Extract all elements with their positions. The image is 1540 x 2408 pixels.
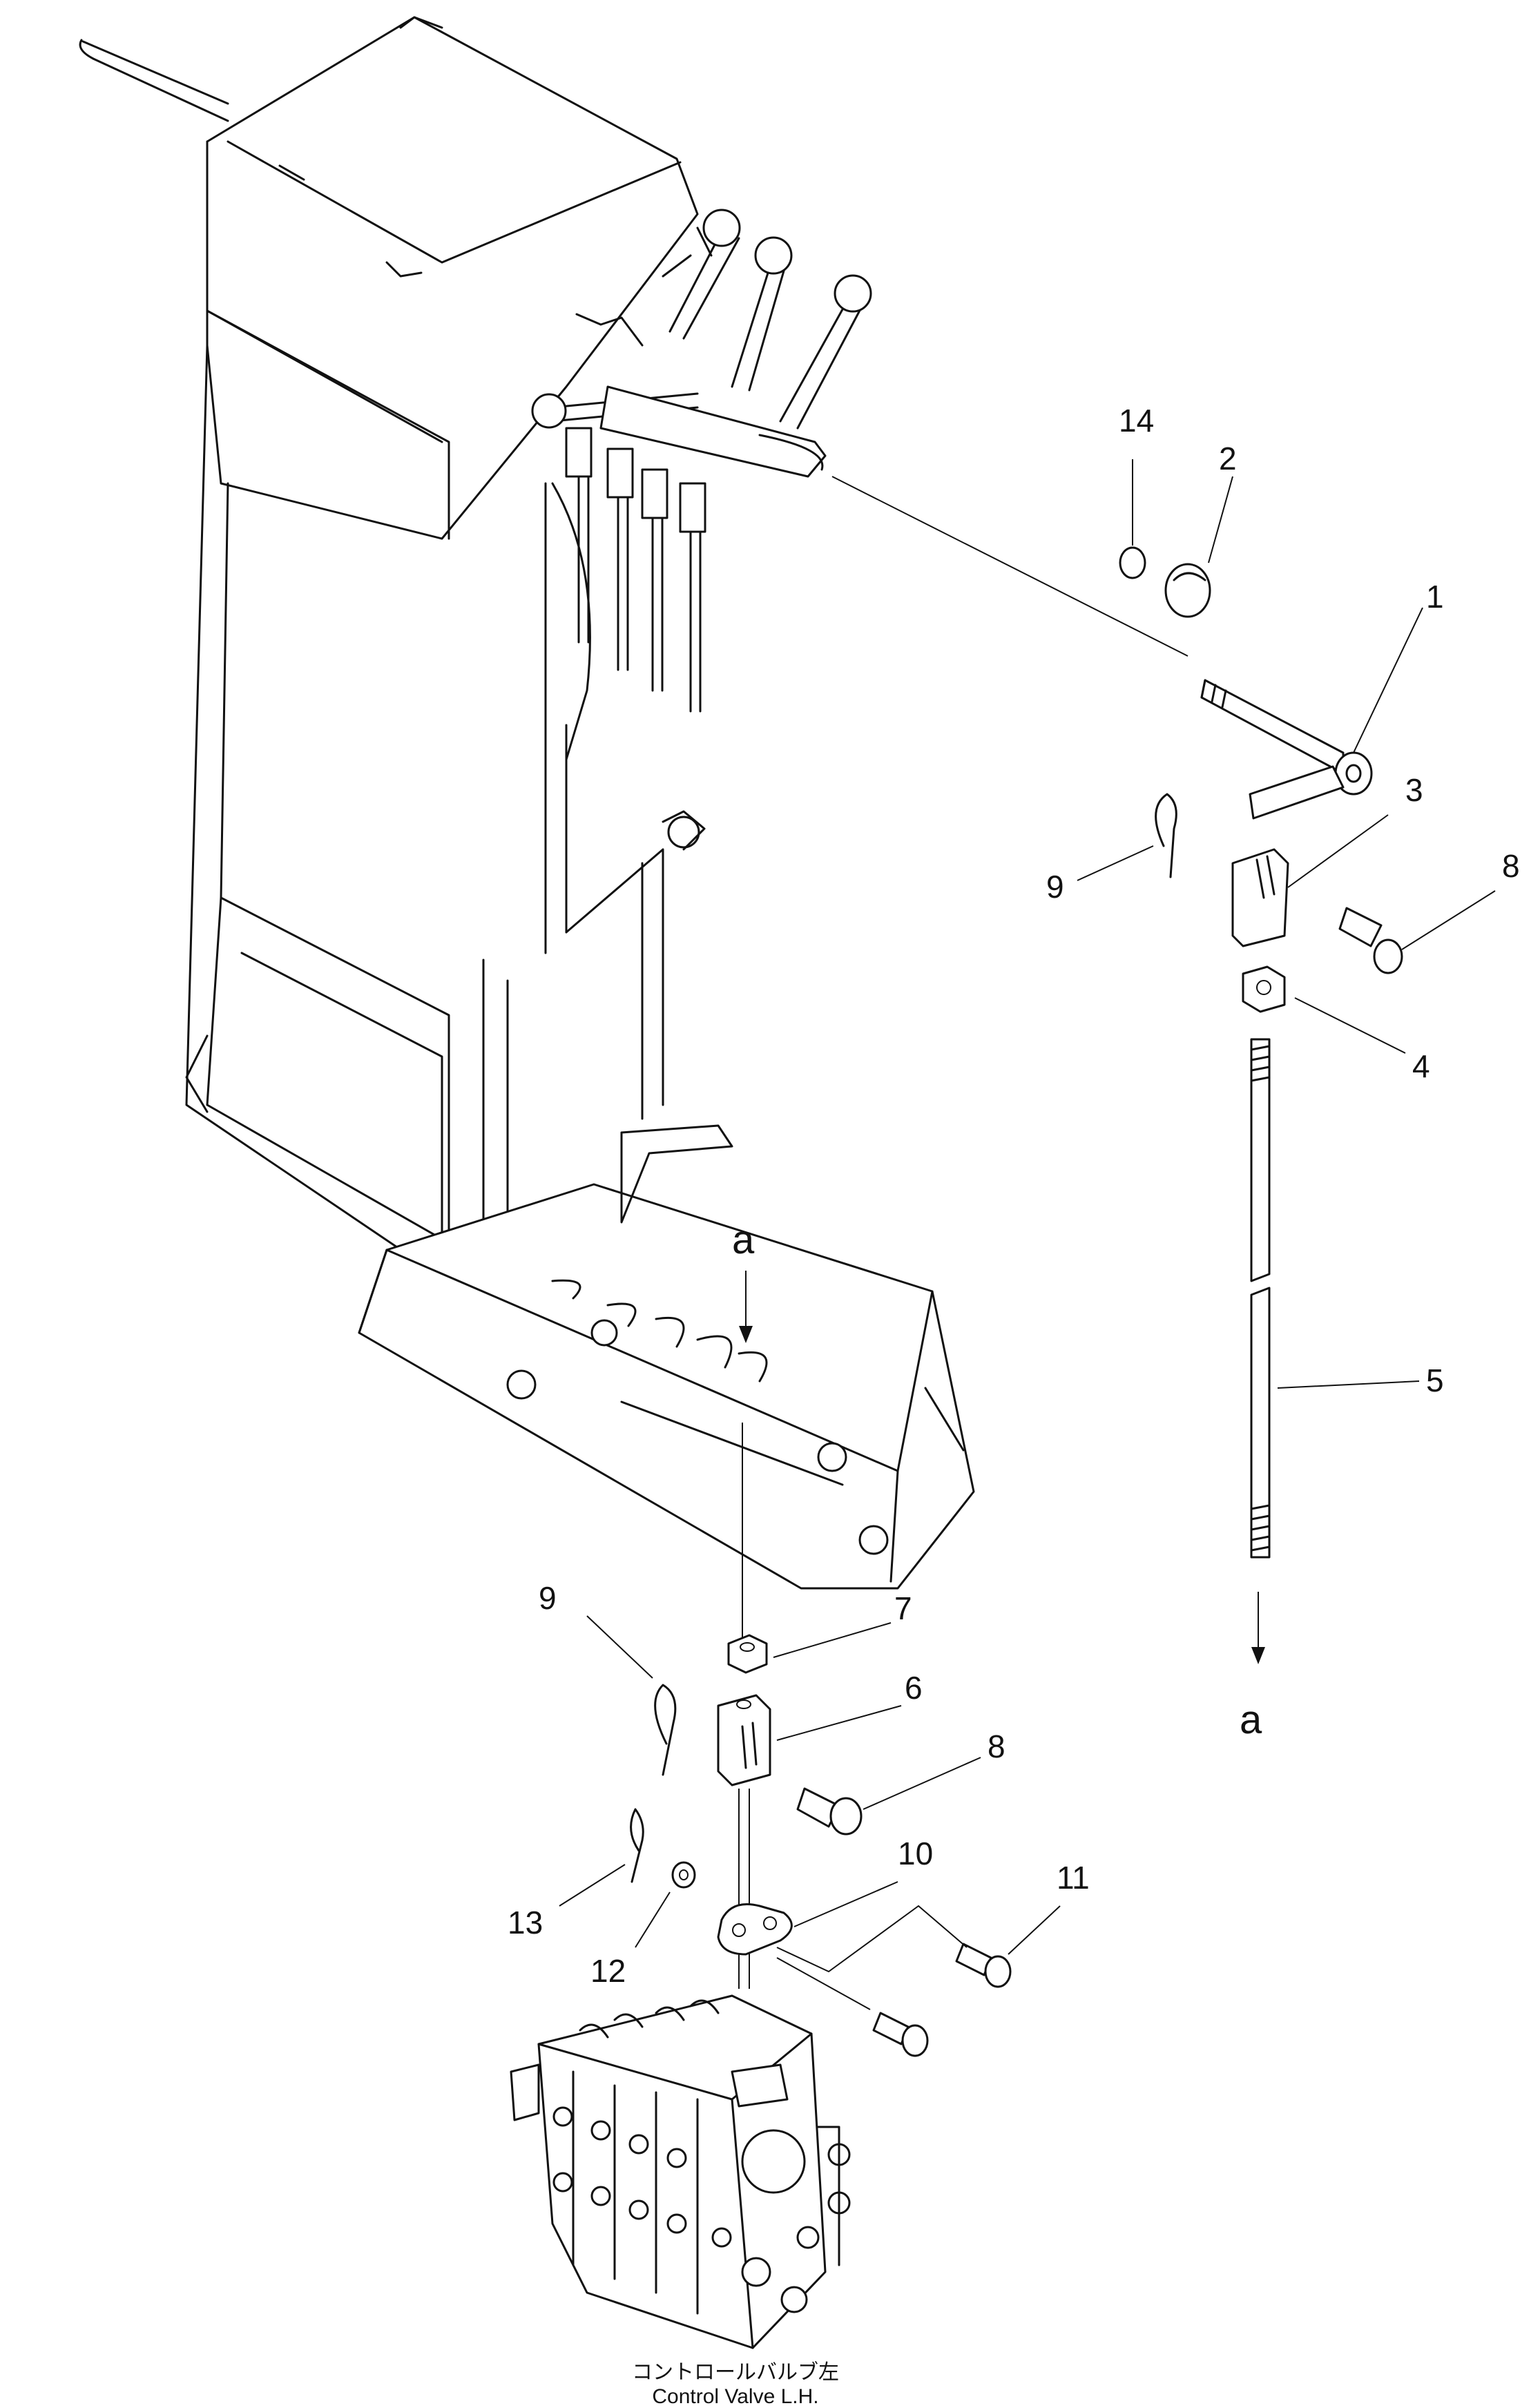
callout-10: 10 xyxy=(898,1836,933,1871)
callout-3: 3 xyxy=(1405,772,1423,808)
part-11-bolt-b xyxy=(872,2012,929,2057)
reference-arrow-lower xyxy=(1251,1592,1265,1664)
callout-9-lower: 9 xyxy=(539,1580,557,1616)
caption-english: Control Valve L.H. xyxy=(652,2385,818,2408)
reference-mark-lower: a xyxy=(1240,1697,1262,1742)
callout-7: 7 xyxy=(894,1590,912,1626)
callout-4: 4 xyxy=(1412,1048,1430,1084)
center-lines xyxy=(738,476,1188,1989)
lever-stand xyxy=(79,16,872,1293)
part-9-pin-upper xyxy=(1155,793,1177,878)
callout-2: 2 xyxy=(1219,441,1237,476)
callout-5: 5 xyxy=(1426,1362,1444,1398)
callout-6: 6 xyxy=(905,1670,923,1706)
callout-1: 1 xyxy=(1426,579,1444,615)
part-11-bolt-a xyxy=(955,1943,1012,1988)
reference-arrow-upper xyxy=(739,1271,753,1343)
part-14-oring xyxy=(1119,546,1146,579)
callout-8-lower: 8 xyxy=(988,1728,1005,1764)
callout-11: 11 xyxy=(1057,1860,1090,1896)
part-13-pin xyxy=(630,1808,644,1883)
part-8-pin-upper xyxy=(1338,907,1403,974)
callout-9-upper: 9 xyxy=(1046,869,1064,905)
part-9-pin-lower xyxy=(654,1684,677,1776)
part-12-washer xyxy=(671,1861,696,1889)
callout-14: 14 xyxy=(1119,403,1154,439)
part-10-link-plate xyxy=(717,1903,793,1956)
part-2-boot xyxy=(1164,563,1211,618)
caption-japanese: コントロールバルブ左 xyxy=(632,2361,839,2384)
control-valve xyxy=(510,1994,851,2349)
part-8-pin-lower xyxy=(796,1787,863,1836)
callout-8-upper: 8 xyxy=(1502,848,1520,884)
part-4-nut xyxy=(1242,965,1286,1013)
callout-13: 13 xyxy=(508,1905,543,1940)
reference-mark-upper: a xyxy=(732,1217,755,1262)
callout-12: 12 xyxy=(590,1953,626,1989)
part-3-clevis xyxy=(1231,848,1289,947)
part-6-clevis xyxy=(717,1694,771,1786)
floor-plate xyxy=(358,1124,975,1590)
part-1-shaft xyxy=(1200,679,1373,820)
part-5-rod xyxy=(1250,1038,1271,1559)
part-7-nut xyxy=(727,1634,768,1674)
